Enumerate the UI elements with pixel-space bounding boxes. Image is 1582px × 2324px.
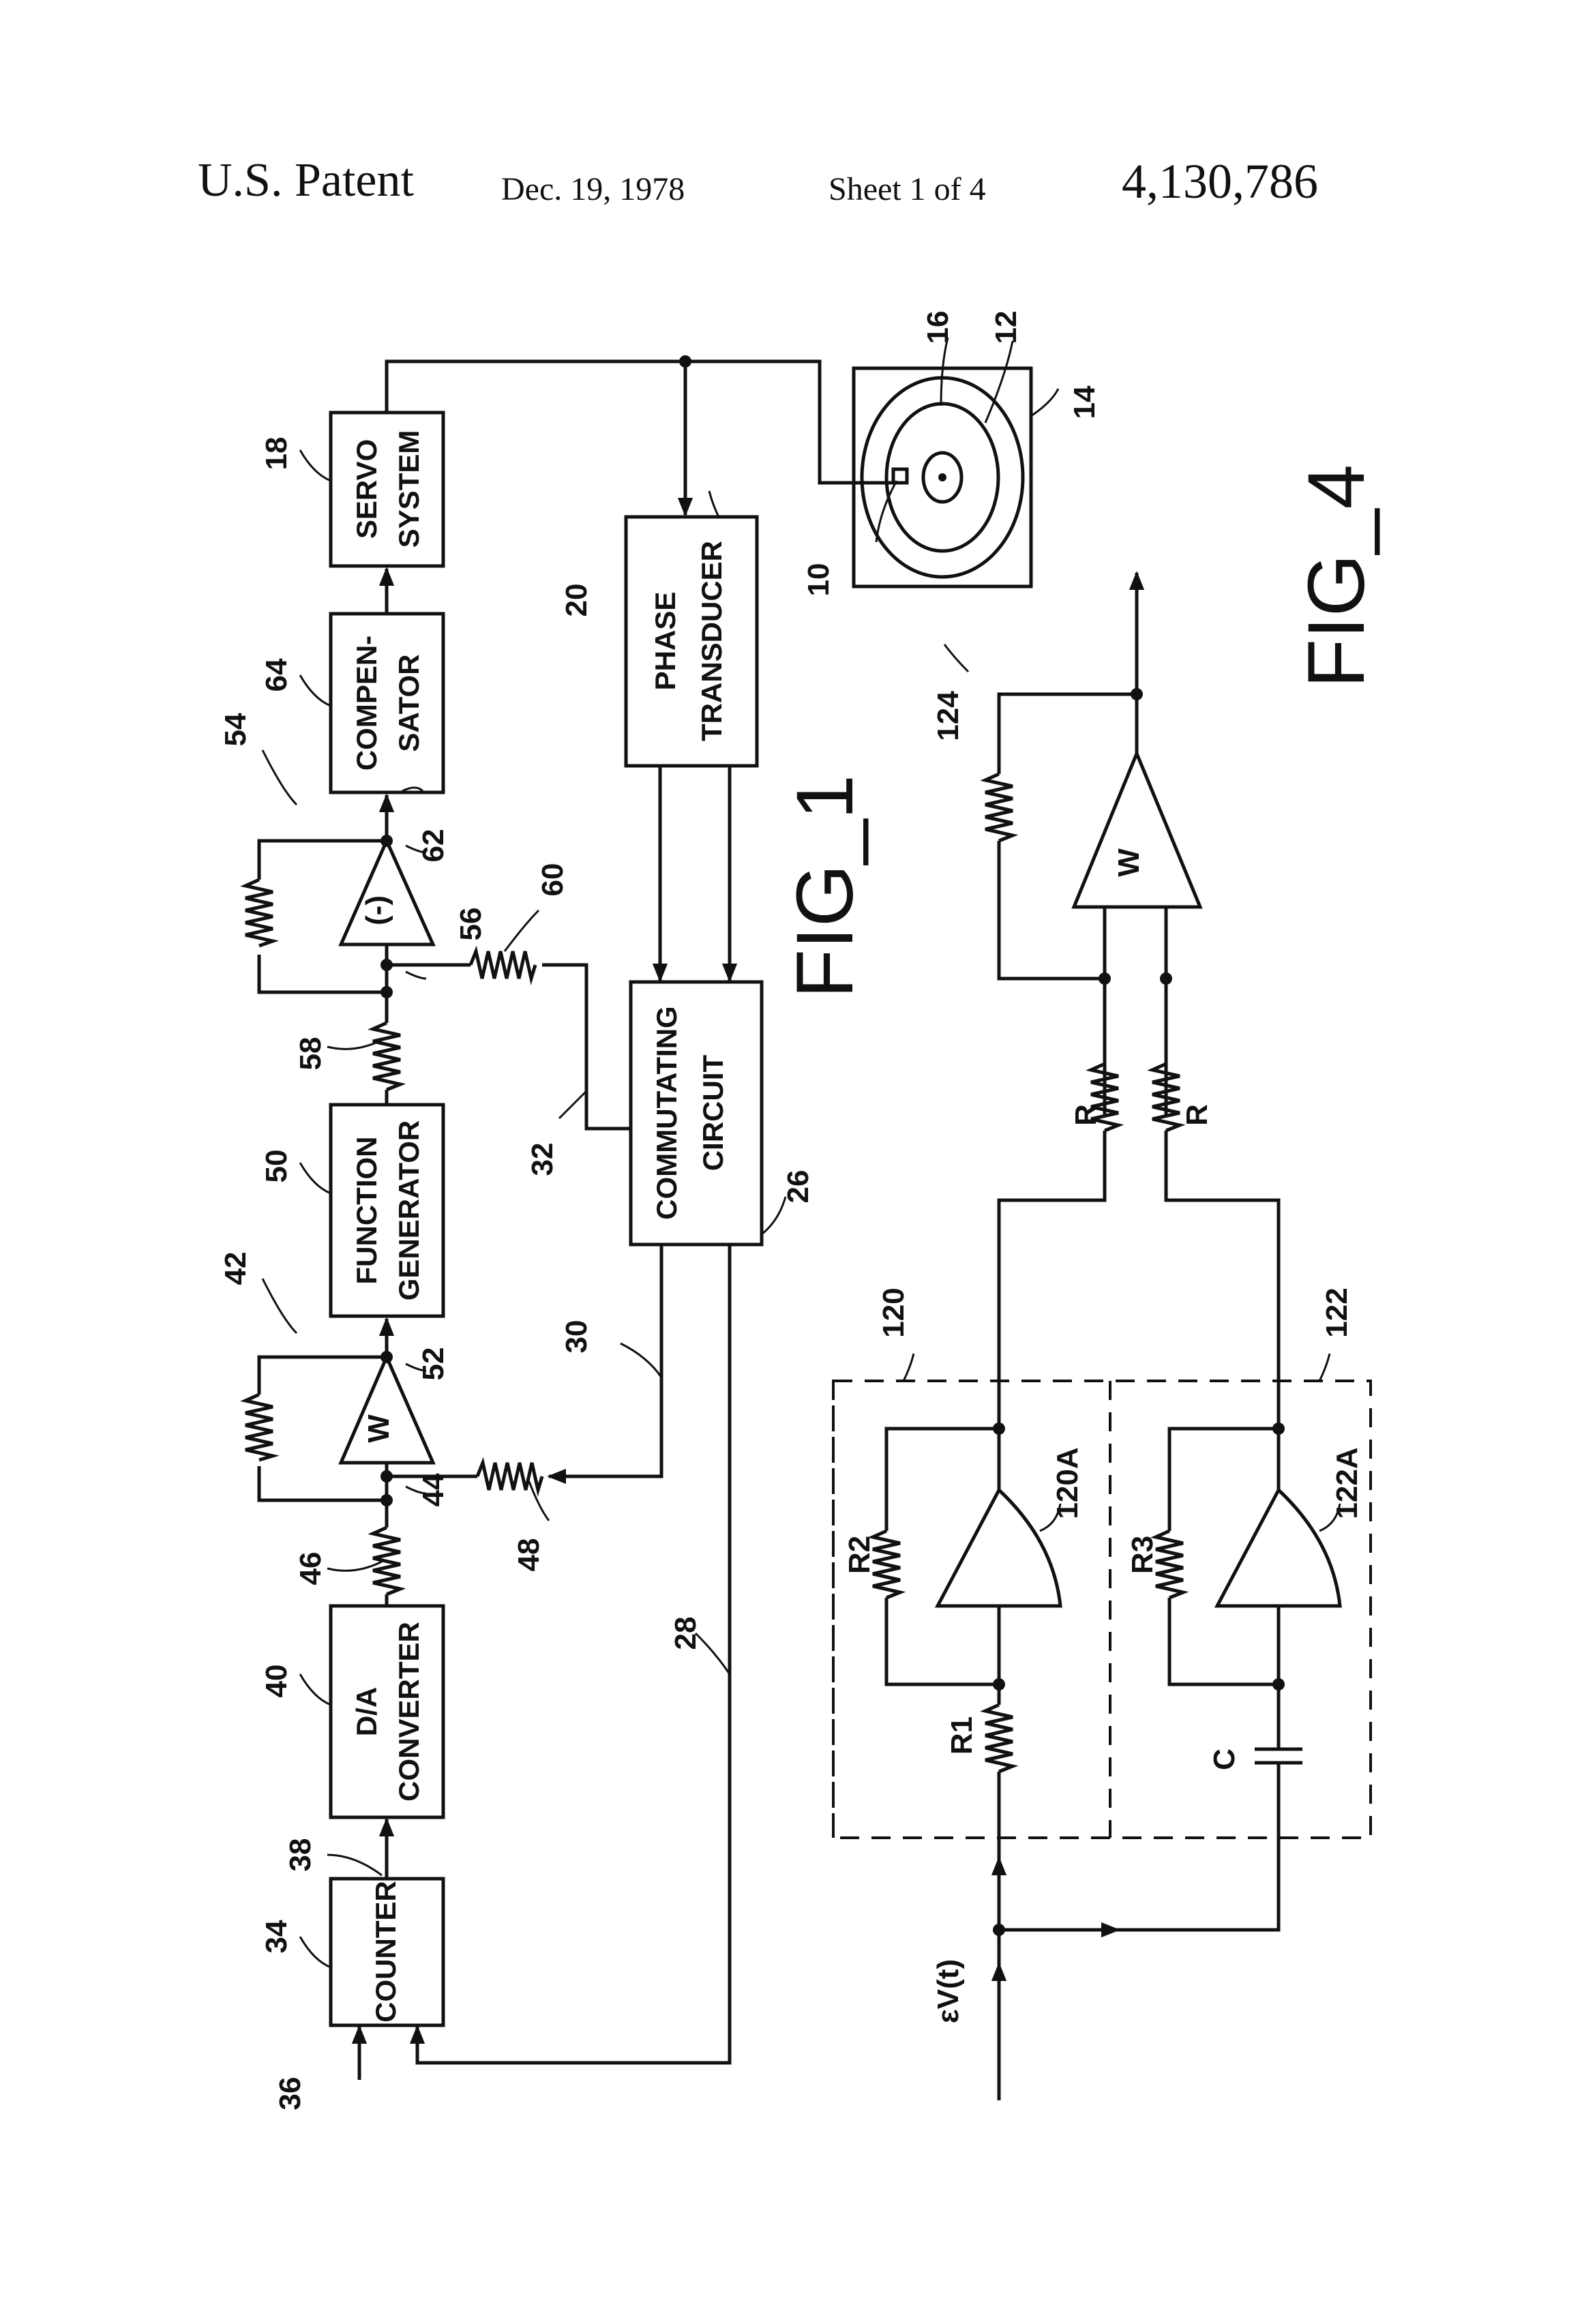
commutating-circuit-block: COMMUTATING CIRCUIT <box>631 982 762 1245</box>
fig4-input-label: εV(t) <box>931 1959 965 2023</box>
svg-text:12: 12 <box>989 311 1023 344</box>
svg-text:34: 34 <box>260 1920 293 1953</box>
svg-text:COMMUTATING: COMMUTATING <box>651 1006 683 1219</box>
svg-text:46: 46 <box>294 1552 327 1585</box>
disc-assembly <box>854 368 1031 586</box>
phase-transducer-block: PHASE TRANSDUCER <box>626 517 757 766</box>
svg-text:62: 62 <box>417 829 450 863</box>
svg-text:50: 50 <box>260 1150 293 1183</box>
svg-text:CONVERTER: CONVERTER <box>393 1622 425 1802</box>
svg-text:120: 120 <box>877 1287 910 1337</box>
fig4-title: FIG_4 <box>1292 464 1382 688</box>
svg-text:26: 26 <box>781 1170 815 1204</box>
svg-text:R: R <box>1180 1104 1214 1126</box>
svg-text:120A: 120A <box>1051 1447 1084 1519</box>
svg-text:D/A: D/A <box>350 1687 383 1736</box>
svg-text:40: 40 <box>260 1665 293 1698</box>
svg-text:52: 52 <box>417 1347 450 1381</box>
svg-text:PHASE: PHASE <box>649 592 681 691</box>
svg-text:122: 122 <box>1320 1287 1354 1337</box>
svg-text:32: 32 <box>526 1143 559 1176</box>
da-converter-block: D/A CONVERTER <box>331 1606 443 1817</box>
fig1-title: FIG_1 <box>780 775 870 998</box>
counter-block: COUNTER <box>331 1879 443 2025</box>
fig4: W <box>833 464 1382 2100</box>
servo-system-block: SERVO SYSTEM <box>331 413 443 566</box>
svg-text:56: 56 <box>454 908 488 941</box>
svg-text:122A: 122A <box>1330 1447 1364 1519</box>
svg-text:TRANSDUCER: TRANSDUCER <box>696 541 728 741</box>
svg-text:R1: R1 <box>945 1716 979 1755</box>
svg-text:58: 58 <box>294 1037 327 1071</box>
svg-text:CIRCUIT: CIRCUIT <box>697 1055 729 1172</box>
compensator-block: COMPEN- SATOR <box>331 614 443 792</box>
svg-text:54: 54 <box>219 713 252 746</box>
svg-text:COUNTER: COUNTER <box>370 1881 402 2023</box>
svg-text:W: W <box>1112 848 1146 877</box>
function-generator-block: FUNCTION GENERATOR <box>331 1105 443 1316</box>
svg-text:W: W <box>362 1414 395 1443</box>
svg-text:60: 60 <box>536 863 569 897</box>
svg-text:28: 28 <box>669 1617 702 1650</box>
svg-text:48: 48 <box>512 1538 546 1572</box>
svg-text:FUNCTION: FUNCTION <box>350 1137 383 1285</box>
svg-text:COMPEN-: COMPEN- <box>350 636 383 771</box>
svg-text:18: 18 <box>260 437 293 471</box>
svg-text:124: 124 <box>931 691 965 741</box>
svg-text:10: 10 <box>802 563 835 597</box>
svg-text:R: R <box>1069 1104 1103 1126</box>
svg-text:36: 36 <box>273 2077 307 2111</box>
svg-text:GENERATOR: GENERATOR <box>393 1120 425 1300</box>
svg-text:C: C <box>1208 1748 1241 1770</box>
svg-text:16: 16 <box>921 311 955 344</box>
svg-text:SYSTEM: SYSTEM <box>393 430 425 548</box>
svg-text:38: 38 <box>284 1838 317 1872</box>
svg-text:R3: R3 <box>1126 1536 1159 1574</box>
svg-text:SATOR: SATOR <box>393 654 425 751</box>
svg-text:64: 64 <box>260 658 293 691</box>
svg-text:SERVO: SERVO <box>350 439 383 539</box>
svg-text:(-): (-) <box>360 895 393 925</box>
svg-text:42: 42 <box>219 1252 252 1285</box>
svg-text:30: 30 <box>560 1320 593 1354</box>
svg-text:R2: R2 <box>843 1536 876 1574</box>
svg-text:20: 20 <box>560 584 593 617</box>
svg-text:44: 44 <box>417 1473 450 1506</box>
fig1: COUNTER D/A CONVERTER FUNCTION GENERATOR… <box>219 311 1101 2111</box>
svg-text:14: 14 <box>1068 385 1101 419</box>
